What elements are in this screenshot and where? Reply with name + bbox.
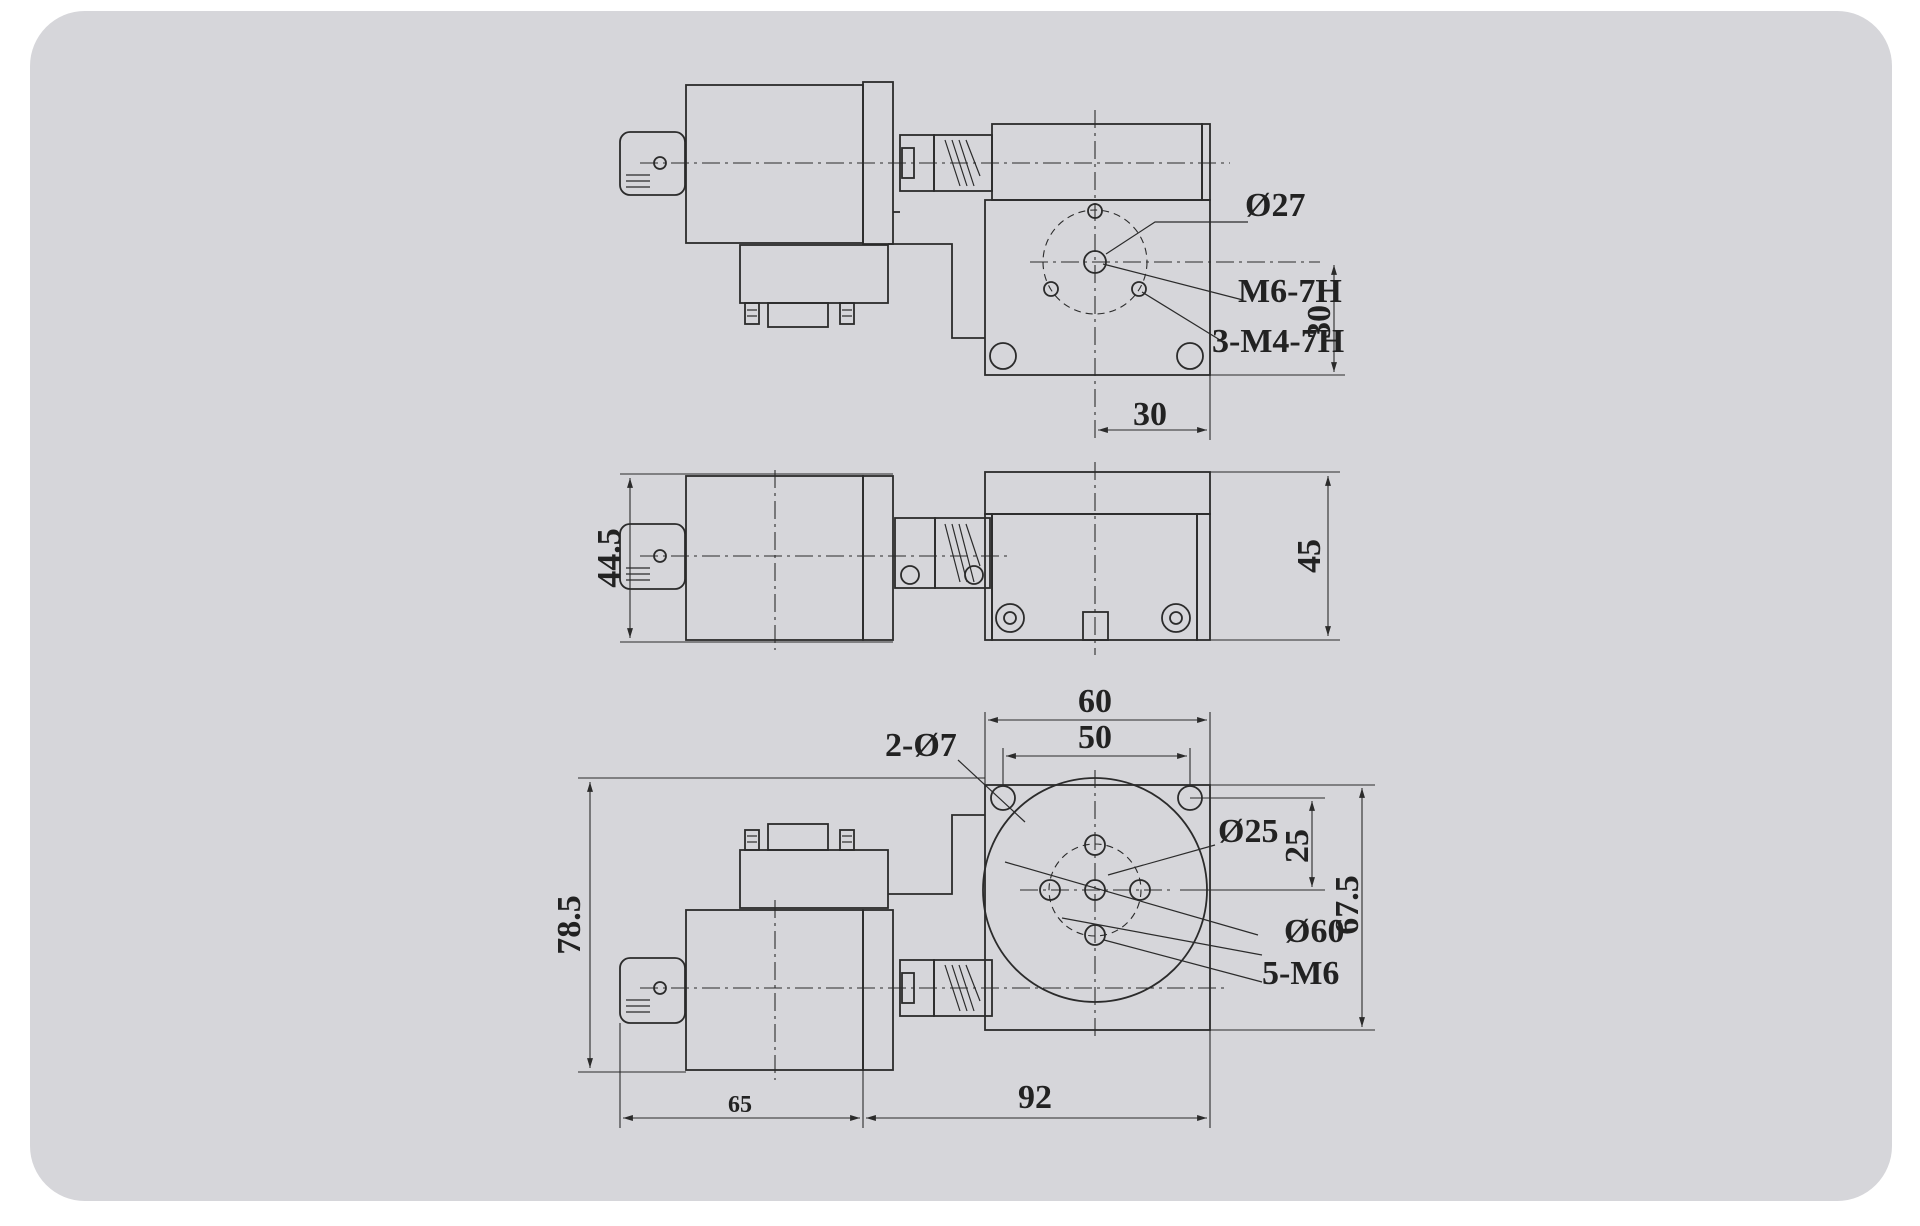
stage-top-plate xyxy=(984,471,1211,515)
label-table-holes: 5-M6 xyxy=(1262,955,1339,992)
connector xyxy=(739,244,889,328)
label-bore-dia: Ø27 xyxy=(1245,187,1305,224)
label-center-dia: Ø60 xyxy=(1284,913,1344,950)
stage-base xyxy=(984,199,1211,376)
bottom-view: 60 50 2-Ø7 Ø25 25 Ø60 67.5 5-M6 78.5 65 … xyxy=(551,683,1375,1128)
label-mount-holes: 2-Ø7 xyxy=(885,727,957,764)
label-total-depth: 78.5 xyxy=(551,895,588,955)
motor-body xyxy=(685,84,864,244)
stage-top-cover xyxy=(991,123,1203,201)
top-view: Ø27 M6-7H 3-M4-7H 30 30 xyxy=(619,81,1345,440)
motor-flange xyxy=(862,475,894,641)
mount-hole xyxy=(990,785,1016,811)
stage-plate xyxy=(984,784,1211,1031)
label-motor-length: 65 xyxy=(728,1092,752,1118)
label-platform-dia: Ø25 xyxy=(1218,813,1278,850)
mount-hole xyxy=(989,342,1017,370)
drawing-panel xyxy=(30,11,1892,1201)
label-width-dim: 30 xyxy=(1133,396,1167,433)
label-center-thread: M6-7H xyxy=(1238,273,1342,310)
mount-hole xyxy=(1176,342,1204,370)
label-height-dim: 30 xyxy=(1301,305,1338,339)
motor-flange xyxy=(862,909,894,1071)
label-stage-length: 92 xyxy=(1018,1079,1052,1116)
label-offset-25: 25 xyxy=(1279,829,1316,863)
knob xyxy=(619,957,686,1024)
connector xyxy=(739,823,889,909)
label-total-height: 45 xyxy=(1291,539,1328,573)
label-outer-width: 60 xyxy=(1078,683,1112,720)
side-view: 44.5 45 xyxy=(591,462,1340,655)
label-pcd-thread: 3-M4-7H xyxy=(1212,323,1344,360)
label-hole-spacing: 50 xyxy=(1078,719,1112,756)
label-depth-675: 67.5 xyxy=(1329,875,1366,935)
coupling xyxy=(894,517,991,589)
label-axis-height: 44.5 xyxy=(591,528,628,588)
